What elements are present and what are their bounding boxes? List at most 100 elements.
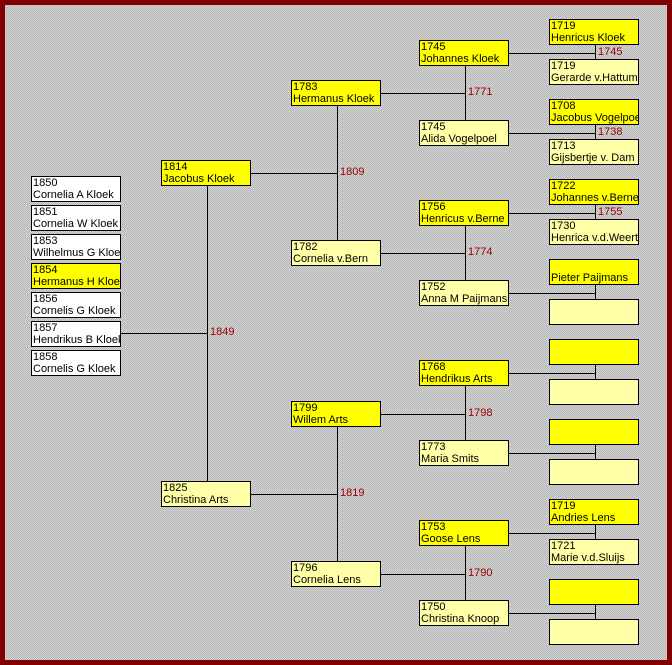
birth-year: 1722 — [551, 180, 576, 192]
birth-year: 1713 — [551, 140, 576, 152]
birth-year — [551, 380, 638, 392]
person-name: Johannes Kloek — [421, 53, 500, 65]
birth-year — [551, 460, 638, 472]
marriage-year: 1755 — [598, 206, 623, 218]
birth-year: 1851 — [33, 206, 58, 218]
birth-year — [551, 260, 638, 272]
connector-line — [465, 546, 466, 600]
birth-year: 1756 — [421, 201, 446, 213]
birth-year — [551, 340, 638, 352]
person-name: Jacobus Vogelpoel — [551, 112, 639, 124]
connector-line — [595, 605, 596, 619]
connector-line — [508, 213, 595, 214]
person-name: Johannes v.Berne — [551, 192, 639, 204]
person-name: Wilhelmus G Kloek — [33, 247, 121, 259]
connector-line — [508, 133, 595, 134]
connector-line — [380, 93, 465, 94]
person-name — [551, 592, 638, 604]
connector-line — [250, 494, 337, 495]
person-name: Hermanus Kloek — [293, 93, 375, 105]
person-name: Christina Arts — [163, 494, 229, 506]
person-name: Cornelis G Kloek — [33, 363, 116, 375]
person-name: Gerarde v.Hattum — [551, 72, 638, 84]
connector-line — [595, 125, 596, 139]
person-name: Cornelis G Kloek — [33, 305, 116, 317]
birth-year — [551, 300, 638, 312]
connector-line — [207, 186, 208, 481]
connector-line — [595, 445, 596, 459]
marriage-year: 1771 — [468, 86, 493, 98]
birth-year — [551, 580, 638, 592]
father-box-22[interactable]: Pieter Paijmans — [549, 259, 639, 285]
mother-box-27[interactable] — [549, 459, 639, 485]
birth-year: 1753 — [421, 521, 446, 533]
person-name: Hendrikus B Kloek — [33, 334, 121, 346]
birth-year: 1783 — [293, 81, 318, 93]
birth-year: 1854 — [33, 264, 58, 276]
father-box-26[interactable] — [549, 419, 639, 445]
person-name: Cornelia v.Bern — [293, 253, 368, 265]
person-name: Pieter Paijmans — [551, 272, 629, 284]
connector-line — [380, 414, 465, 415]
person-name — [551, 392, 638, 404]
birth-year: 1850 — [33, 177, 58, 189]
birth-year: 1719 — [551, 60, 576, 72]
connector-line — [120, 333, 207, 334]
father-box-30[interactable] — [549, 579, 639, 605]
mother-box-31[interactable] — [549, 619, 639, 645]
person-name: Henrica v.d.Weert — [551, 232, 639, 244]
connector-line — [380, 253, 465, 254]
connector-line — [595, 525, 596, 539]
mother-box-23[interactable] — [549, 299, 639, 325]
connector-line — [337, 427, 338, 561]
person-name: Hendrikus Arts — [421, 373, 493, 385]
person-name — [551, 632, 638, 644]
person-name: Willem Arts — [293, 414, 348, 426]
connector-line — [465, 386, 466, 440]
connector-line — [465, 226, 466, 280]
marriage-year: 1849 — [210, 326, 235, 338]
person-name: Maria Smits — [421, 453, 480, 465]
connector-line — [595, 45, 596, 59]
connector-line — [595, 365, 596, 379]
connector-line — [508, 453, 595, 454]
birth-year: 1708 — [551, 100, 576, 112]
mother-box-25[interactable] — [549, 379, 639, 405]
father-box-24[interactable] — [549, 339, 639, 365]
person-name: Cornelia Lens — [293, 574, 361, 586]
connector-line — [465, 66, 466, 120]
connector-line — [508, 53, 595, 54]
birth-year: 1796 — [293, 562, 318, 574]
marriage-year: 1798 — [468, 407, 493, 419]
birth-year: 1857 — [33, 322, 58, 334]
